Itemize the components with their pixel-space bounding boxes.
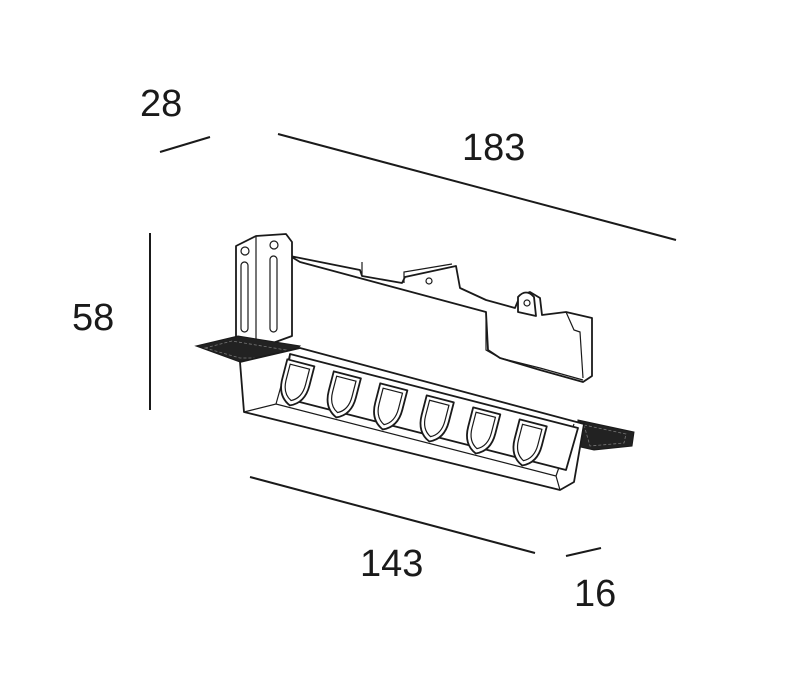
luminaire-illustration: [194, 233, 635, 491]
dimension-label-width-front: 16: [574, 573, 616, 615]
dimension-line-width-front: [565, 547, 602, 557]
led-optic: [326, 370, 362, 419]
dimension-line-depth: [159, 136, 211, 153]
dimension-label-height: 58: [72, 297, 114, 339]
bracket-screw-right: [269, 240, 279, 333]
led-optic: [512, 418, 548, 467]
dimension-line-length-front: [249, 476, 536, 554]
dimension-line-length-total: [277, 133, 677, 241]
led-optic: [373, 382, 409, 431]
led-optics: [280, 358, 548, 467]
dimension-label-depth: 28: [140, 83, 182, 125]
led-optic: [280, 358, 316, 407]
bracket-screw-left: [240, 246, 250, 333]
side-bracket: [235, 233, 293, 345]
led-optic: [419, 394, 455, 443]
dimension-label-length-front: 143: [360, 543, 423, 585]
dimension-label-length-total: 183: [462, 127, 525, 169]
mounting-tab: [517, 291, 537, 317]
led-optic: [466, 406, 502, 455]
